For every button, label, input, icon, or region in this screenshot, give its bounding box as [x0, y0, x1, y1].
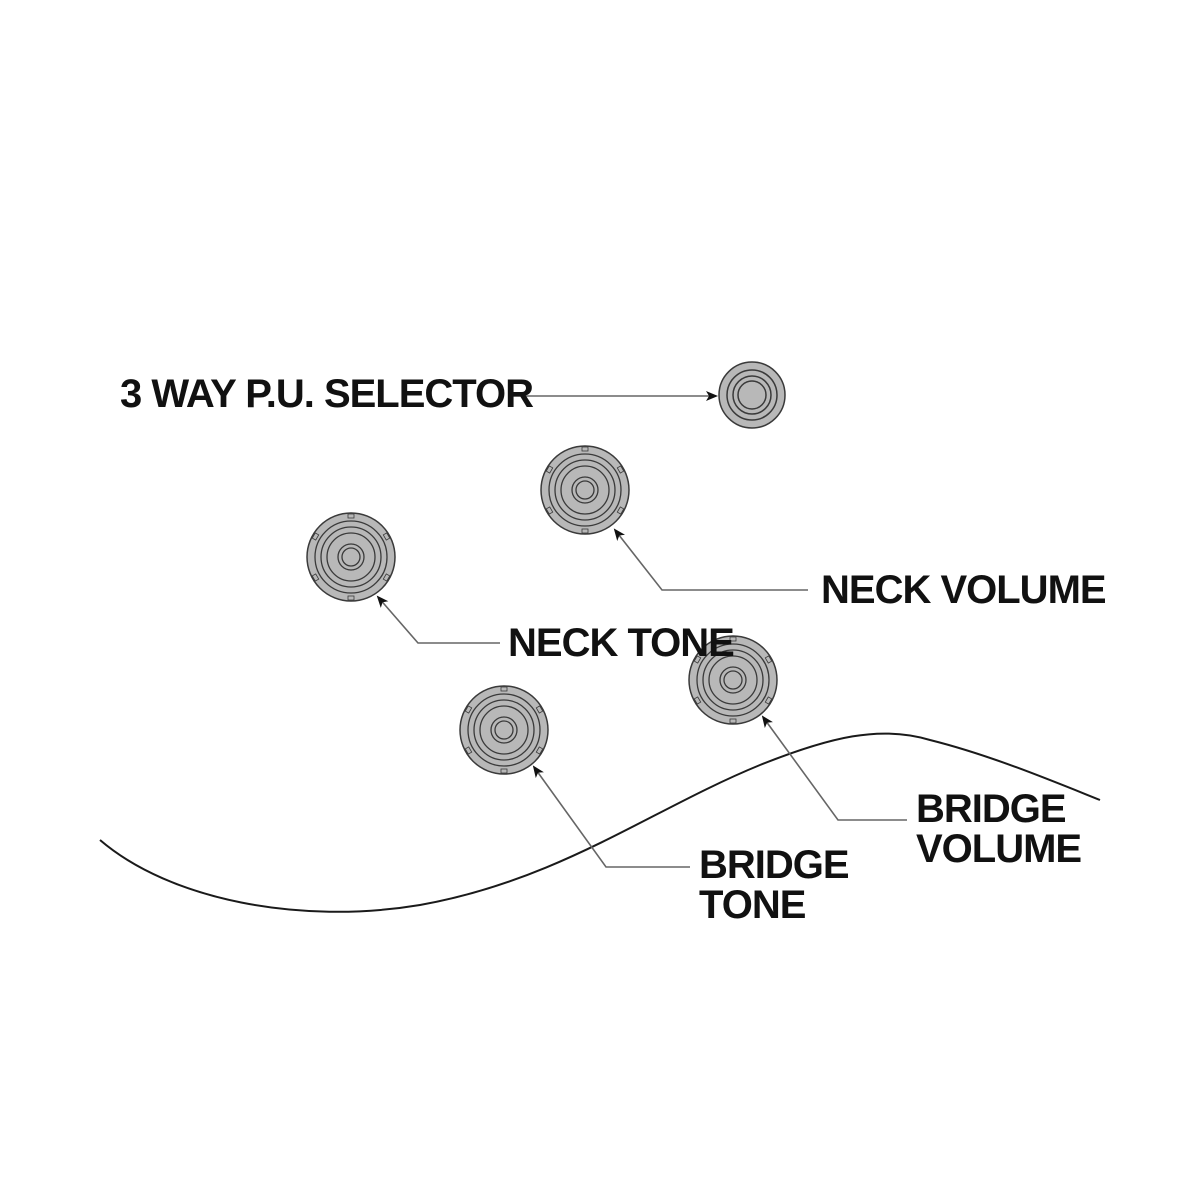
- neck-tone-knob-icon: [306, 512, 396, 602]
- knob-ring: [560, 465, 610, 515]
- bridge-tone-knob-icon: [459, 685, 549, 775]
- neck-volume-leader-line: [613, 528, 808, 591]
- bridge-tone-label-line2: TONE: [699, 883, 806, 927]
- bridge-volume-label-line1: BRIDGE: [916, 787, 1066, 831]
- pickup-selector-switch-icon: [718, 361, 786, 429]
- knob-ring: [723, 670, 743, 690]
- knob-ring: [696, 643, 770, 717]
- knob-notch: [500, 686, 508, 692]
- knob-ring: [473, 699, 535, 761]
- knob-ring: [337, 543, 365, 571]
- knob-notch: [464, 705, 473, 714]
- bridge-volume-label-line2: VOLUME: [916, 827, 1081, 871]
- knob-ring: [459, 685, 549, 775]
- knob-ring: [702, 649, 764, 711]
- knob-notch: [535, 705, 544, 714]
- knob-notch: [764, 696, 773, 705]
- bridge-tone-label-line1: BRIDGE: [699, 843, 849, 887]
- neck-volume-knob-icon: [540, 445, 630, 535]
- knob-ring: [540, 445, 630, 535]
- selector-label: 3 WAY P.U. SELECTOR: [120, 372, 534, 416]
- knob-notch: [500, 768, 508, 774]
- knob-notch: [382, 532, 391, 541]
- knob-ring: [571, 476, 599, 504]
- knob-notch: [581, 446, 589, 452]
- body-outline: [99, 732, 1101, 913]
- knob-ring: [341, 547, 361, 567]
- knob-notch: [545, 506, 554, 515]
- bridge-volume-leader-line: [761, 715, 907, 821]
- knob-notch: [693, 696, 702, 705]
- knob-notch: [581, 528, 589, 534]
- knob-notch: [311, 532, 320, 541]
- knob-ring: [467, 693, 541, 767]
- knob-notch: [535, 746, 544, 755]
- bridge-volume-knob-icon: [688, 635, 778, 725]
- knob-ring: [479, 705, 529, 755]
- neck-tone-label: NECK TONE: [508, 621, 734, 665]
- knob-notch: [311, 573, 320, 582]
- neck-volume-label: NECK VOLUME: [821, 568, 1106, 612]
- bridge-tone-leader-line: [532, 765, 690, 868]
- knob-notch: [347, 513, 355, 519]
- knob-notch: [616, 465, 625, 474]
- knob-notch: [764, 655, 773, 664]
- knob-ring: [708, 655, 758, 705]
- neck-tone-leader-line: [376, 595, 500, 644]
- knob-notch: [693, 655, 702, 664]
- knob-notch: [382, 573, 391, 582]
- knob-notch: [729, 636, 737, 642]
- knob-notch: [729, 718, 737, 724]
- knob-ring: [306, 512, 396, 602]
- knob-ring: [314, 520, 388, 594]
- knob-notch: [545, 465, 554, 474]
- knob-notch: [347, 595, 355, 601]
- knob-ring: [688, 635, 778, 725]
- knob-ring: [490, 716, 518, 744]
- knob-notch: [464, 746, 473, 755]
- knob-ring: [326, 532, 376, 582]
- knob-ring: [719, 666, 747, 694]
- knob-ring: [494, 720, 514, 740]
- knob-notch: [616, 506, 625, 515]
- knob-ring: [554, 459, 616, 521]
- knob-ring: [320, 526, 382, 588]
- knob-ring: [548, 453, 622, 527]
- knob-ring: [575, 480, 595, 500]
